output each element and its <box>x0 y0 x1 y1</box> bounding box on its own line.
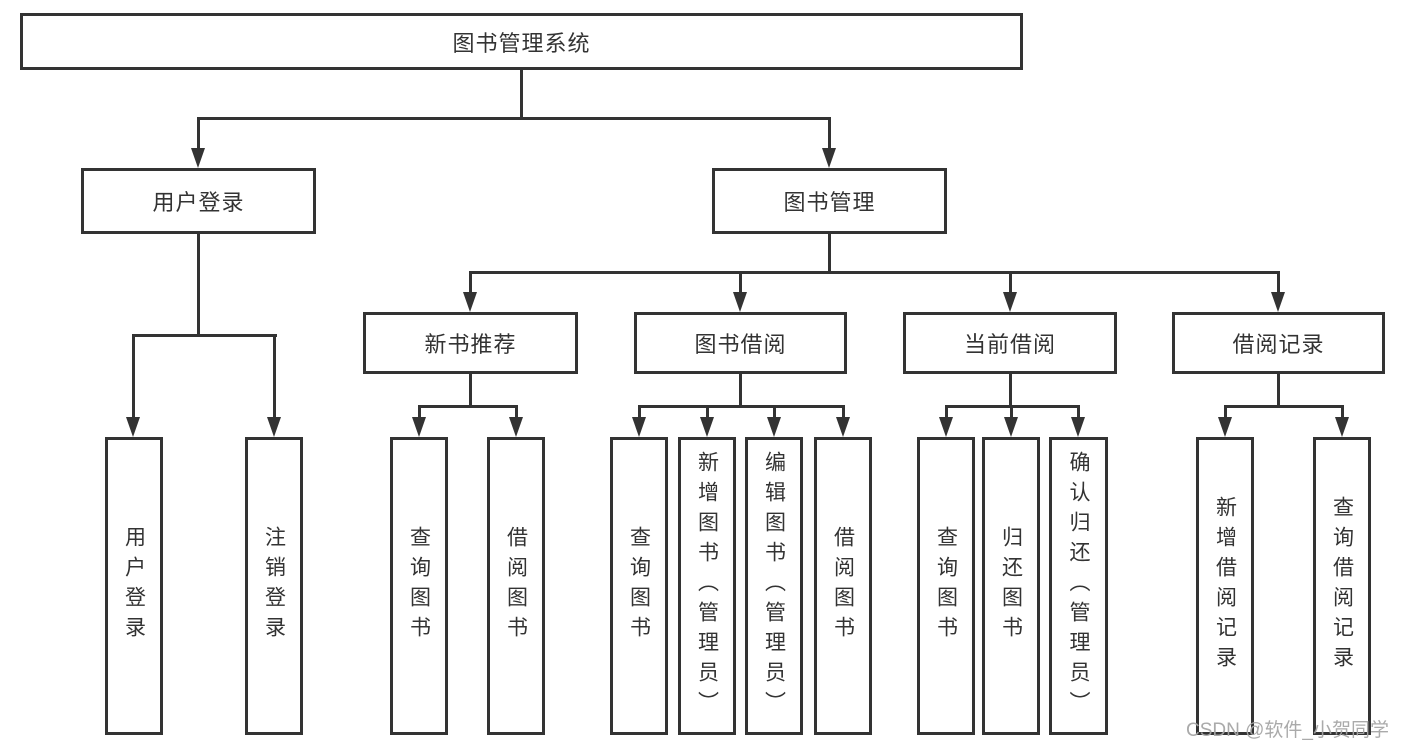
arrow-down-icon <box>939 417 953 437</box>
csdn-watermark: CSDN @软件_小贺同学 <box>1186 720 1389 741</box>
node-label: 当前借阅 <box>963 332 1056 357</box>
leaf-add-books-admin: 新增图书（管理员） <box>678 437 736 735</box>
connector-line <box>1008 271 1012 294</box>
arrow-down-icon <box>191 148 205 168</box>
leaf-edit-books-admin: 编辑图书（管理员） <box>745 437 803 735</box>
node-borrowing-records: 借阅记录 <box>1172 312 1385 374</box>
leaf-return-books: 归还图书 <box>982 437 1040 735</box>
leaf-query-books-current: 查询图书 <box>917 437 975 735</box>
arrow-down-icon <box>1071 417 1085 437</box>
connector-line <box>1340 405 1344 419</box>
arrow-down-icon <box>267 417 281 437</box>
arrow-down-icon <box>1004 417 1018 437</box>
node-label: 注销登录 <box>262 526 286 646</box>
leaf-logout: 注销登录 <box>245 437 303 735</box>
node-label: 查询借阅记录 <box>1330 496 1354 676</box>
arrow-down-icon <box>733 292 747 312</box>
node-label: 借阅记录 <box>1232 332 1325 357</box>
node-user-login: 用户登录 <box>81 168 316 234</box>
node-label: 借阅图书 <box>831 526 855 646</box>
connector-line <box>468 374 472 405</box>
arrow-down-icon <box>632 417 646 437</box>
leaf-query-borrow-record: 查询借阅记录 <box>1313 437 1371 735</box>
leaf-query-books-borrowing: 查询图书 <box>610 437 668 735</box>
leaf-borrow-books: 借阅图书 <box>814 437 872 735</box>
connector-line <box>738 271 742 294</box>
arrow-down-icon <box>463 292 477 312</box>
connector-line <box>417 405 421 419</box>
leaf-borrow-books-recommendation: 借阅图书 <box>487 437 545 735</box>
connector-line <box>1223 405 1344 408</box>
connector-line <box>514 405 518 419</box>
connector-line <box>196 117 831 120</box>
node-book-management: 图书管理 <box>712 168 947 234</box>
arrow-down-icon <box>1335 417 1349 437</box>
arrow-down-icon <box>1218 417 1232 437</box>
connector-line <box>1276 271 1280 294</box>
connector-line <box>637 405 641 419</box>
node-label: 归还图书 <box>999 526 1023 646</box>
connector-line <box>131 334 277 337</box>
leaf-query-books-recommendation: 查询图书 <box>390 437 448 735</box>
arrow-down-icon <box>1271 292 1285 312</box>
arrow-down-icon <box>767 417 781 437</box>
node-label: 图书管理系统 <box>452 30 591 56</box>
connector-line <box>196 117 200 150</box>
node-label: 查询图书 <box>407 526 431 646</box>
arrow-down-icon <box>1003 292 1017 312</box>
connector-line <box>705 405 709 419</box>
node-new-book-recommendation: 新书推荐 <box>363 312 578 374</box>
connector-line <box>1276 374 1280 405</box>
connector-line <box>772 405 776 419</box>
connector-line <box>1223 405 1227 419</box>
connector-line <box>272 334 276 419</box>
connector-line <box>468 271 472 294</box>
node-book-borrowing: 图书借阅 <box>634 312 847 374</box>
node-label: 查询图书 <box>934 526 958 646</box>
node-label: 新书推荐 <box>424 332 517 357</box>
arrow-down-icon <box>126 417 140 437</box>
connector-line <box>519 70 523 117</box>
node-label: 用户登录 <box>122 526 146 646</box>
node-label: 用户登录 <box>152 190 245 215</box>
leaf-add-borrow-record: 新增借阅记录 <box>1196 437 1254 735</box>
node-label: 新增图书（管理员） <box>695 451 719 721</box>
node-label: 图书借阅 <box>694 332 787 357</box>
node-label: 确认归还（管理员） <box>1067 451 1090 721</box>
connector-line <box>827 117 831 150</box>
connector-line <box>827 234 831 271</box>
connector-line <box>944 405 948 419</box>
node-library-management-system: 图书管理系统 <box>20 13 1023 70</box>
arrow-down-icon <box>836 417 850 437</box>
connector-line <box>738 374 742 405</box>
connector-line <box>637 405 845 408</box>
connector-line <box>131 334 135 419</box>
node-label: 图书管理 <box>783 190 876 215</box>
node-label: 借阅图书 <box>504 526 528 646</box>
node-current-borrowing: 当前借阅 <box>903 312 1117 374</box>
arrow-down-icon <box>509 417 523 437</box>
connector-line <box>196 234 200 334</box>
leaf-confirm-return-admin: 确认归还（管理员） <box>1049 437 1108 735</box>
node-label: 查询图书 <box>627 526 651 646</box>
node-label: 编辑图书（管理员） <box>762 451 786 721</box>
connector-line <box>1076 405 1080 419</box>
arrow-down-icon <box>412 417 426 437</box>
arrow-down-icon <box>822 148 836 168</box>
leaf-user-login: 用户登录 <box>105 437 163 735</box>
connector-line <box>417 405 518 408</box>
connector-line <box>1009 405 1013 419</box>
connector-line <box>468 271 1280 274</box>
connector-line <box>841 405 845 419</box>
node-label: 新增借阅记录 <box>1213 496 1237 676</box>
arrow-down-icon <box>700 417 714 437</box>
connector-line <box>1008 374 1012 405</box>
